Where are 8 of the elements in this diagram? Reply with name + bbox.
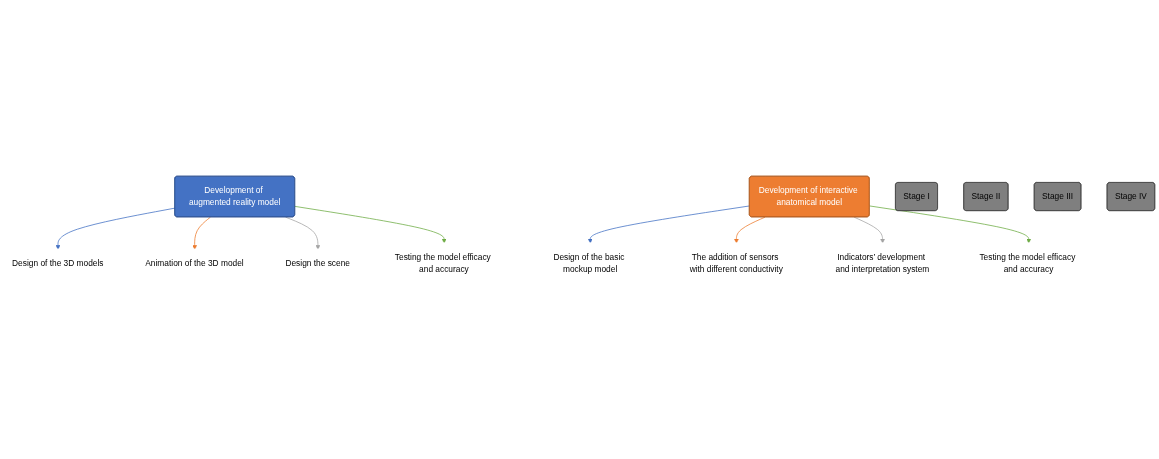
- node-text: Design of the basic mockup model: [553, 251, 625, 274]
- node-text: Testing the model efficacy and accuracy: [394, 251, 491, 274]
- node-text: Testing the model efficacy and accuracy: [979, 251, 1076, 274]
- node-text: Animation of the 3D model: [145, 258, 244, 268]
- node-text: Indicators’ development and interpretation system: [835, 251, 930, 274]
- node-text: The addition of sensors with different conductivity: [689, 251, 783, 274]
- node-text: Design of the 3D models: [12, 258, 104, 268]
- node-text: Design the scene: [285, 258, 350, 268]
